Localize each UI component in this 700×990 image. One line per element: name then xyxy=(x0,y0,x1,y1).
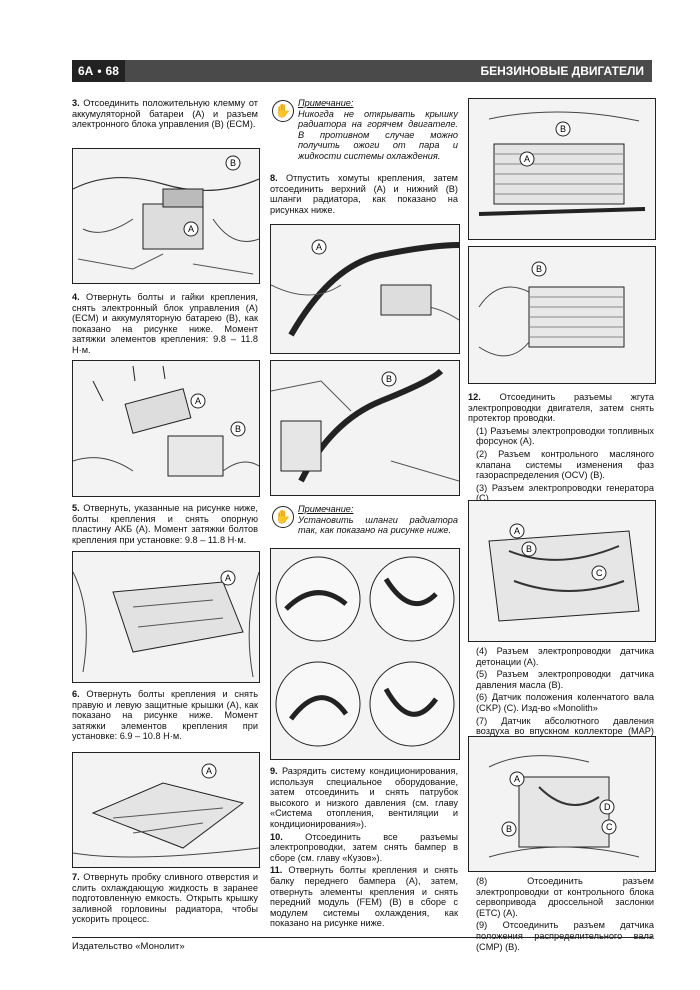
page-header: 6A • 68 БЕНЗИНОВЫЕ ДВИГАТЕЛИ xyxy=(72,60,652,82)
step-number: 9. xyxy=(270,766,278,776)
note-text: Никогда не открывать крышку радиатора на… xyxy=(298,108,458,161)
page-chip: 6A • 68 xyxy=(72,60,125,82)
step-7: 7. Отвернуть пробку сливного отверстия и… xyxy=(72,872,258,927)
engine-illustration-icon: A xyxy=(73,763,259,858)
label-a: A xyxy=(514,774,520,784)
label-a: A xyxy=(206,766,212,776)
label-a: A xyxy=(188,224,194,234)
label-d: D xyxy=(604,802,611,812)
label-a: A xyxy=(524,154,530,164)
engine-illustration-icon: A xyxy=(271,239,459,337)
section-code: 6A xyxy=(78,64,94,78)
step-number: 10. xyxy=(270,831,283,842)
label-a: A xyxy=(195,396,201,406)
figure-ecm-battery-removal: A B xyxy=(72,360,260,497)
figure-upper-hose: A xyxy=(270,224,460,354)
note-text: Установить шланги радиатора так, как пок… xyxy=(298,514,458,536)
step-number: 8. xyxy=(270,173,278,183)
section-title: БЕНЗИНОВЫЕ ДВИГАТЕЛИ xyxy=(480,64,644,78)
label-a: A xyxy=(316,242,322,252)
step-text: Отвернуть болты крепления и снять правую… xyxy=(72,689,258,742)
figure-battery-ecm: B A xyxy=(72,148,260,284)
label-b: B xyxy=(526,544,532,554)
list-item: (2) Разъем контрольного масляного клапан… xyxy=(476,448,654,481)
figure-protective-covers: A xyxy=(72,752,260,868)
note-warning-icon: ✋ xyxy=(272,100,294,122)
step-number: 3. xyxy=(72,98,80,108)
step-text: Разрядить систему кондиционирования, исп… xyxy=(270,766,458,829)
step-number: 6. xyxy=(72,689,80,699)
label-b: B xyxy=(235,424,241,434)
note-title: Примечание: xyxy=(298,504,354,514)
bullet-icon: • xyxy=(97,64,102,78)
note-info-icon: ✋ xyxy=(272,506,294,528)
figure-sensors: A B C D xyxy=(468,736,656,872)
step-12: 12. Отсоединить разъемы жгута электропро… xyxy=(468,392,654,506)
list-item: (9) Отсоединить разъем датчика положения… xyxy=(476,920,654,952)
label-b: B xyxy=(506,824,512,834)
label-c: C xyxy=(606,822,613,832)
step-4: 4. Отвернуть болты и гайки крепления, сн… xyxy=(72,292,258,358)
step-text: Отпустить хомуты крепления, затем отсоед… xyxy=(270,173,458,215)
figure-harness-connectors: A B C xyxy=(468,500,656,642)
step-9: 9. Разрядить систему кондиционирования, … xyxy=(270,766,458,931)
figure-front-module: B A xyxy=(468,98,656,240)
list-item: (4) Разъем электропроводки датчика детон… xyxy=(476,646,654,667)
engine-illustration-icon: A B C xyxy=(488,523,640,622)
step-8: 8. Отпустить хомуты крепления, затем отс… xyxy=(270,173,458,217)
step-number: 5. xyxy=(72,503,80,513)
engine-illustration-icon: A B C D xyxy=(488,755,640,858)
engine-illustration-icon: A B xyxy=(73,365,259,477)
note-title: Примечание: xyxy=(298,98,354,108)
engine-illustration-icon xyxy=(275,556,455,747)
step-text: Отсоединить положительную клемму от акку… xyxy=(72,98,258,130)
step-number: 11. xyxy=(270,865,283,876)
figure-radiator: B xyxy=(468,246,656,384)
step-text: Отвернуть, указанные на рисунке ниже, бо… xyxy=(72,503,258,545)
step-text: Отвернуть болты крепления и снять балку … xyxy=(270,865,458,929)
publisher-name: Издательство «Монолит» xyxy=(72,941,185,952)
note-2: Примечание: Установить шланги радиатора … xyxy=(298,504,458,538)
engine-illustration-icon: B A xyxy=(478,111,646,216)
figure-battery-plate: A xyxy=(72,551,260,683)
list-item: (3) Разъем электропроводки генератора (С… xyxy=(476,482,654,504)
list-item: (8) Отсоединить разъем электропроводки о… xyxy=(476,876,654,918)
note-1: Примечание: Никогда не открывать крышку … xyxy=(298,98,458,164)
label-a: A xyxy=(225,573,231,583)
step-text: Отвернуть пробку сливного отверстия и сл… xyxy=(72,872,258,925)
engine-illustration-icon: B xyxy=(271,368,459,483)
label-b: B xyxy=(386,374,392,384)
step-6: 6. Отвернуть болты крепления и снять пра… xyxy=(72,689,258,744)
figure-hose-installation xyxy=(270,548,460,760)
list-b: (4) Разъем электропроводки датчика детон… xyxy=(468,646,654,749)
engine-illustration-icon: A xyxy=(73,570,259,678)
engine-illustration-icon: B A xyxy=(73,155,259,275)
step-number: 7. xyxy=(72,872,80,882)
figure-lower-hose: B xyxy=(270,360,460,496)
list-item: (1) Разъемы электропроводки топливных фо… xyxy=(476,425,654,447)
step-3: 3. Отсоединить положительную клемму от а… xyxy=(72,98,258,132)
list-item: (5) Разъем электропроводки датчика давле… xyxy=(476,669,654,690)
step-5: 5. Отвернуть, указанные на рисунке ниже,… xyxy=(72,503,258,547)
step-number: 12. xyxy=(468,392,481,402)
list-c: (8) Отсоединить разъем электропроводки о… xyxy=(468,876,654,954)
list-item: (6) Датчик положения коленчатого вала (C… xyxy=(476,692,654,713)
page-footer: Издательство «Монолит» xyxy=(72,937,652,952)
label-b: B xyxy=(536,264,542,274)
step-text: Отсоединить все разъемы электропроводки,… xyxy=(270,831,458,863)
step-text: Отсоединить разъемы жгута электропроводк… xyxy=(468,392,655,424)
step-number: 4. xyxy=(72,292,80,302)
step-text: Отвернуть болты и гайки крепления, снять… xyxy=(72,292,258,355)
label-c: C xyxy=(596,568,603,578)
label-b: B xyxy=(560,124,566,134)
engine-illustration-icon: B xyxy=(478,261,625,357)
page-number: 68 xyxy=(105,64,119,78)
label-b: B xyxy=(230,158,236,168)
label-a: A xyxy=(514,526,520,536)
